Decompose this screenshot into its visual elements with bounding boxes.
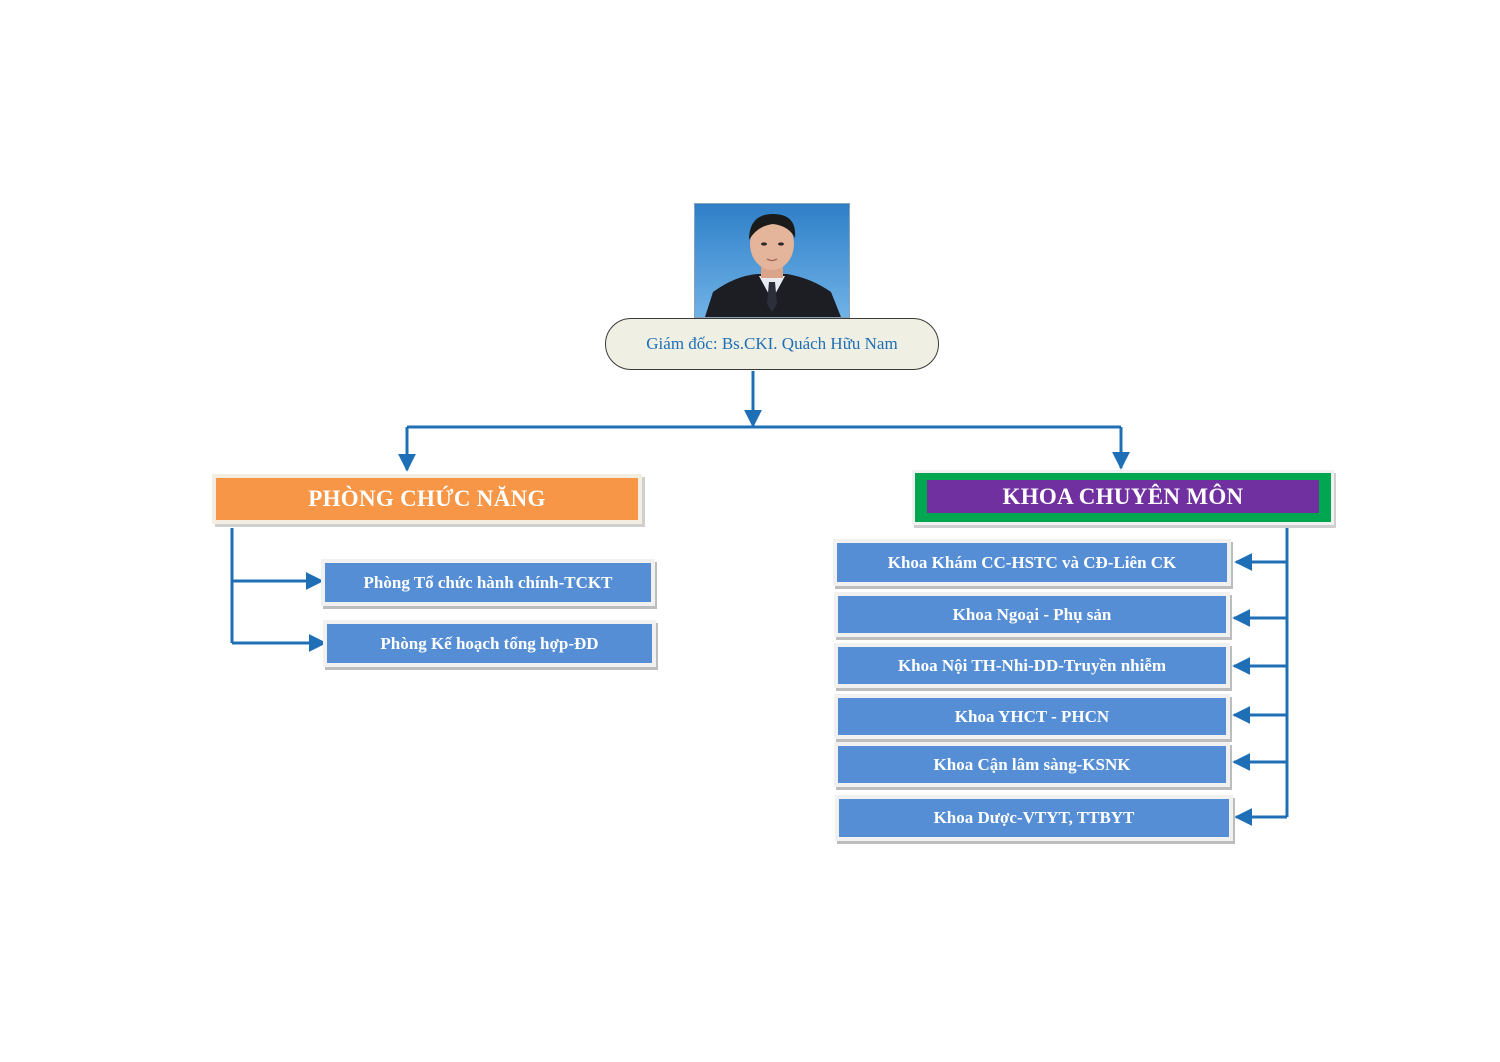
unit-box-right-4: Khoa YHCT - PHCN [834, 694, 1230, 739]
section-header-phong-chuc-nang: PHÒNG CHỨC NĂNG [212, 474, 642, 524]
section-header-inner: KHOA CHUYÊN MÔN [927, 480, 1319, 513]
unit-box-right-5: Khoa Cận lâm sàng-KSNK [834, 742, 1230, 787]
unit-label: Khoa Cận lâm sàng-KSNK [933, 754, 1131, 774]
unit-box-left-1: Phòng Tổ chức hành chính-TCKT [321, 559, 655, 606]
section-header-khoa-chuyen-mon: KHOA CHUYÊN MÔN [912, 470, 1334, 525]
unit-label: Phòng Kế hoạch tổng hợp-ĐD [380, 633, 599, 653]
director-photo [694, 203, 850, 318]
section-title-right: KHOA CHUYÊN MÔN [1002, 483, 1244, 509]
person-portrait-icon [695, 204, 849, 317]
unit-label: Phòng Tổ chức hành chính-TCKT [363, 572, 613, 592]
unit-box-right-2: Khoa Ngoại - Phụ sản [834, 592, 1230, 637]
unit-box-right-6: Khoa Dược-VTYT, TTBYT [835, 795, 1233, 841]
unit-label: Khoa Dược-VTYT, TTBYT [933, 808, 1135, 827]
unit-label: Khoa Khám CC-HSTC và CĐ-Liên CK [887, 552, 1177, 572]
unit-box-left-2: Phòng Kế hoạch tổng hợp-ĐD [323, 620, 656, 667]
unit-box-right-3: Khoa Nội TH-Nhi-DD-Truyền nhiễm [834, 643, 1230, 688]
unit-label: Khoa Ngoại - Phụ sản [952, 604, 1112, 624]
unit-label: Khoa YHCT - PHCN [954, 706, 1110, 726]
director-box: Giám đốc: Bs.CKI. Quách Hữu Nam [605, 318, 939, 370]
unit-label: Khoa Nội TH-Nhi-DD-Truyền nhiễm [897, 655, 1167, 675]
director-label: Giám đốc: Bs.CKI. Quách Hữu Nam [646, 334, 898, 353]
section-title-left: PHÒNG CHỨC NĂNG [308, 486, 546, 511]
unit-box-right-1: Khoa Khám CC-HSTC và CĐ-Liên CK [833, 539, 1231, 586]
